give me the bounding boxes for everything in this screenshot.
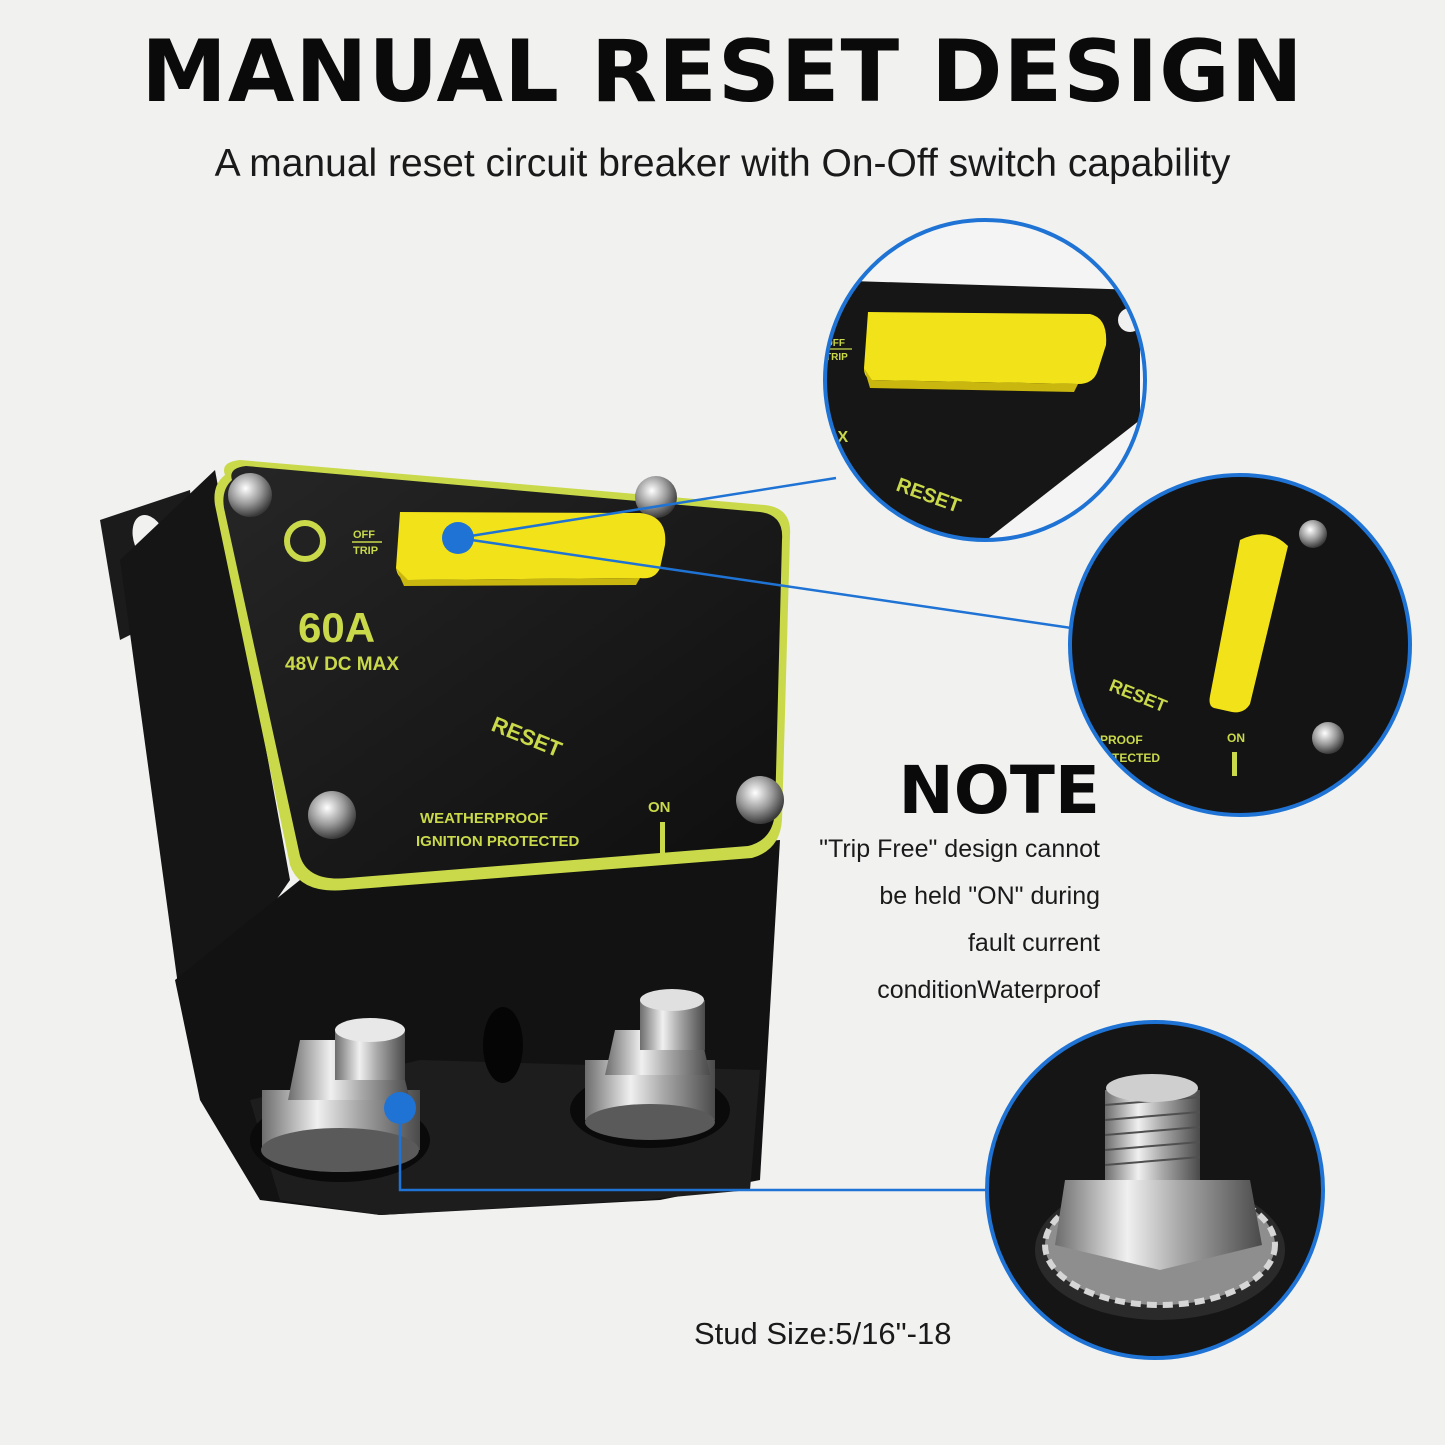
zoom-stud <box>985 1020 1325 1360</box>
callout-lines <box>398 476 1086 1192</box>
note-line: be held "ON" during <box>879 882 1100 910</box>
note-line: fault current <box>967 929 1100 957</box>
zoom-off-label: OFF <box>825 338 845 349</box>
off-label: OFF <box>353 529 375 541</box>
trip-label: TRIP <box>353 545 378 557</box>
subheadline: A manual reset circuit breaker with On-O… <box>214 142 1231 185</box>
left-stud <box>250 1018 430 1182</box>
note-line: conditionWaterproof <box>877 976 1100 1004</box>
zoom-protect-fragment-2: TECTED <box>1112 751 1160 765</box>
note-title: NOTE <box>898 752 1100 829</box>
amp-rating: 60A <box>298 604 375 651</box>
stud-size-label: Stud Size:5/16"-18 <box>694 1316 952 1351</box>
headline: MANUAL RESET DESIGN <box>141 22 1304 122</box>
callout-dot-handle <box>442 522 474 554</box>
voltage-rating: 48V DC MAX <box>285 654 399 675</box>
note-line: "Trip Free" design cannot <box>819 835 1100 863</box>
zoom-handle-on: RESET PROOF TECTED ON <box>1068 473 1412 817</box>
zoom-handle-off: OFF TRIP AX RESET <box>823 218 1147 542</box>
circuit-breaker: OFF TRIP 60A 48V DC MAX RESET WEATHERPRO… <box>100 460 791 1215</box>
note-body: "Trip Free" design cannot be held "ON" d… <box>770 826 1100 1014</box>
on-label: ON <box>648 799 671 816</box>
callout-dot-stud <box>384 1092 416 1124</box>
ignition-protected-label: IGNITION PROTECTED <box>416 833 580 850</box>
zoom-protect-fragment-1: PROOF <box>1100 733 1143 747</box>
right-stud <box>570 989 730 1148</box>
weatherproof-label: WEATHERPROOF <box>420 810 548 827</box>
zoom-on-label: ON <box>1227 731 1245 745</box>
zoom-trip-label: TRIP <box>825 352 848 363</box>
